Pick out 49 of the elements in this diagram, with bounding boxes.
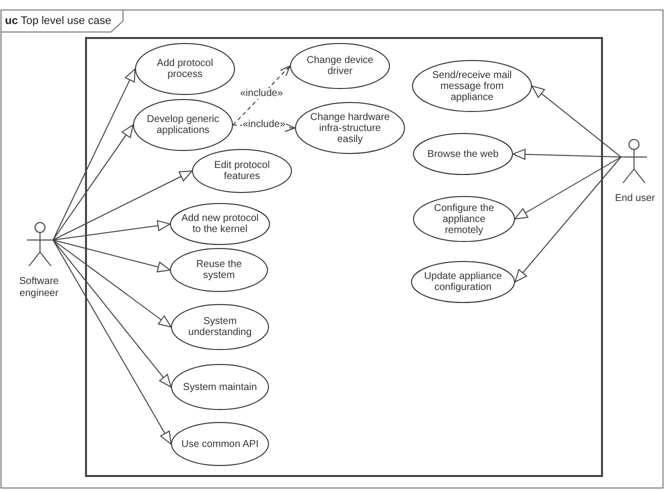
dashed-arrow — [232, 66, 290, 126]
arrow — [52, 220, 170, 240]
arrow — [514, 156, 622, 220]
use-case-name: Add new protocol to the kernel — [180, 213, 260, 235]
actor-name: Software engineer — [18, 276, 60, 300]
use-case-ellipse — [411, 261, 515, 303]
use-case-ellipse — [171, 304, 269, 350]
arrow — [52, 124, 134, 240]
arrow — [512, 148, 622, 160]
diagram-title: uc Top level use case — [5, 15, 112, 27]
use-case-name: System maintain — [183, 382, 257, 392]
arrow — [52, 240, 172, 388]
actor-name: End user — [614, 193, 656, 205]
use-case-ellipse — [192, 149, 292, 193]
stick-figure-icon — [621, 139, 647, 183]
use-case-ellipse — [171, 364, 269, 410]
use-case-name: Develop generic applications — [146, 114, 220, 136]
edge-label: «include» — [242, 119, 286, 130]
use-case-ellipse — [413, 196, 515, 242]
use-case-ellipse — [170, 248, 268, 292]
use-case-name: Change hardware infra-structure easily — [309, 112, 391, 144]
use-case-name: Reuse the system — [195, 259, 243, 281]
use-case-name: Send/receive mail message from appliance — [431, 70, 513, 102]
edge-label: «include» — [239, 88, 284, 99]
use-case-ellipse — [412, 60, 532, 112]
use-case-name: Change device driver — [306, 55, 374, 77]
use-case-ellipse — [133, 99, 233, 151]
use-case-name: System understanding — [187, 316, 253, 338]
arrow — [514, 156, 622, 282]
arrow — [52, 240, 172, 328]
use-case-ellipse — [413, 133, 513, 175]
use-case-ellipse — [170, 203, 270, 245]
arrow — [52, 240, 170, 272]
use-case-name: Update appliance configuration — [423, 271, 503, 293]
use-case-name: Edit protocol features — [213, 160, 271, 182]
arrow — [52, 170, 192, 240]
use-case-name: Configure the appliance remotely — [432, 202, 496, 236]
arrow — [52, 240, 172, 444]
use-case-name: Add protocol process — [156, 58, 214, 80]
use-case-name: Browse the web — [427, 148, 499, 160]
use-case-ellipse — [290, 43, 390, 89]
arrow — [52, 68, 136, 240]
system-boundary — [85, 37, 603, 477]
use-case-ellipse — [171, 422, 269, 466]
stick-figure-icon — [27, 222, 53, 266]
use-case-ellipse — [135, 43, 235, 95]
use-case-name: Use common API — [181, 438, 259, 450]
arrow — [532, 86, 622, 158]
use-case-ellipse — [295, 102, 405, 154]
